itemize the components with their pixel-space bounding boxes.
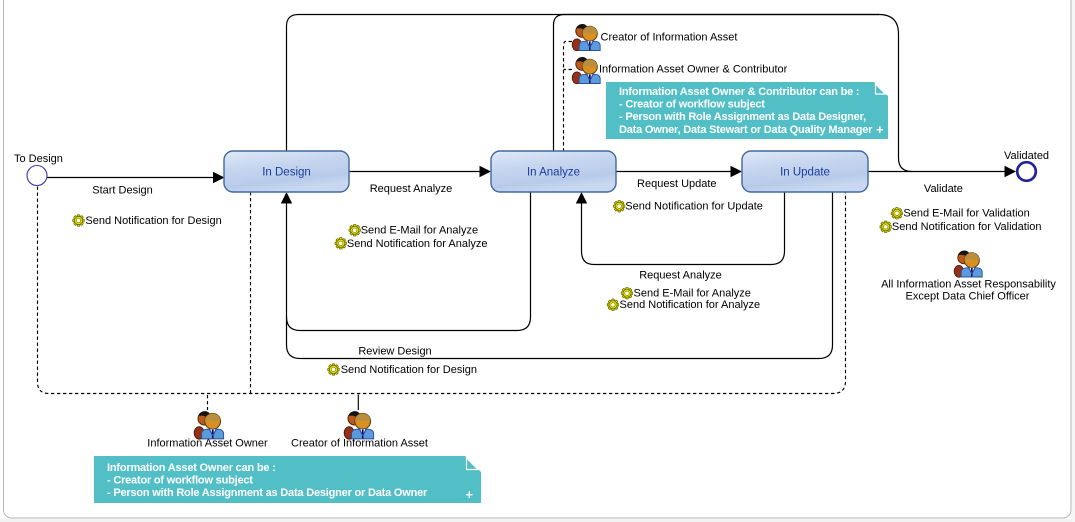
svg-text:Creator of Information Asset: Creator of Information Asset bbox=[601, 32, 738, 44]
svg-text:- Person with Role Assignment: - Person with Role Assignment as Data De… bbox=[619, 111, 866, 123]
svg-text:Request Analyze: Request Analyze bbox=[639, 270, 722, 282]
svg-text:Validate: Validate bbox=[924, 183, 963, 195]
svg-text:In Analyze: In Analyze bbox=[527, 167, 580, 179]
svg-text:Information Asset Owner & Cont: Information Asset Owner & Contributor ca… bbox=[619, 86, 859, 98]
svg-text:+: + bbox=[876, 122, 884, 137]
svg-text:Send E-Mail for Analyze: Send E-Mail for Analyze bbox=[634, 288, 751, 300]
svg-text:Start Design: Start Design bbox=[92, 185, 153, 197]
svg-text:Except Data Chief Officer: Except Data Chief Officer bbox=[906, 291, 1030, 303]
svg-text:Information Asset Owner: Information Asset Owner bbox=[147, 438, 268, 450]
svg-text:Creator of Information Asset: Creator of Information Asset bbox=[291, 438, 428, 450]
svg-text:In Update: In Update bbox=[780, 167, 830, 179]
svg-text:- Person with Role Assignment: - Person with Role Assignment as Data De… bbox=[107, 487, 428, 499]
svg-text:To Design: To Design bbox=[14, 153, 63, 165]
svg-text:Send Notification for Update: Send Notification for Update bbox=[625, 201, 763, 213]
svg-text:- Creator of workflow subject: - Creator of workflow subject bbox=[619, 99, 765, 111]
svg-text:Send Notification for Analyze: Send Notification for Analyze bbox=[620, 299, 761, 311]
svg-text:All Information Asset Responsa: All Information Asset Responsability bbox=[881, 279, 1056, 291]
svg-text:Send Notification for Analyze: Send Notification for Analyze bbox=[347, 238, 488, 250]
svg-text:Send Notification for Validati: Send Notification for Validation bbox=[892, 221, 1042, 233]
svg-text:Review Design: Review Design bbox=[358, 346, 431, 358]
svg-text:In Design: In Design bbox=[262, 167, 311, 179]
svg-text:Validated: Validated bbox=[1004, 150, 1049, 162]
svg-text:Send E-Mail for Analyze: Send E-Mail for Analyze bbox=[361, 225, 478, 237]
svg-text:Send Notification for Design: Send Notification for Design bbox=[341, 364, 477, 376]
svg-text:Request Update: Request Update bbox=[637, 178, 717, 190]
svg-text:Information Asset Owner can be: Information Asset Owner can be : bbox=[107, 462, 276, 474]
svg-text:Send Notification for Design: Send Notification for Design bbox=[85, 215, 221, 227]
svg-text:Information Asset Owner & Cont: Information Asset Owner & Contributor bbox=[599, 64, 788, 76]
svg-text:Request Analyze: Request Analyze bbox=[370, 183, 453, 195]
svg-text:+: + bbox=[466, 487, 474, 502]
svg-text:- Creator of workflow subject: - Creator of workflow subject bbox=[107, 475, 253, 487]
svg-text:Data Owner, Data Stewart or Da: Data Owner, Data Stewart or Data Quality… bbox=[619, 124, 873, 136]
svg-text:Send E-Mail for Validation: Send E-Mail for Validation bbox=[903, 208, 1029, 220]
